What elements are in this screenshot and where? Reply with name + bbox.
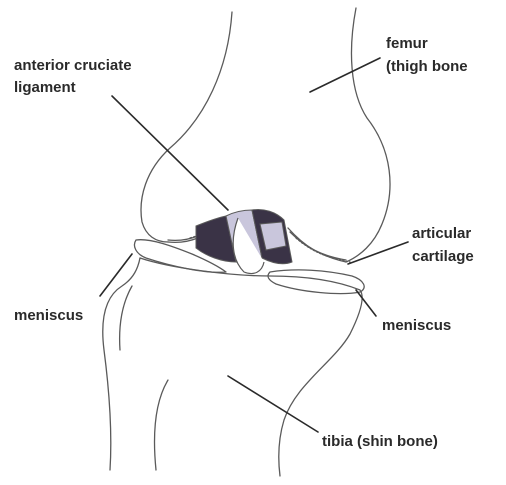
acl-shape bbox=[196, 209, 292, 273]
label-tibia: tibia (shin bone) bbox=[322, 432, 438, 451]
label-cartilage-line1: articular bbox=[412, 224, 471, 243]
acl-leader-line bbox=[112, 96, 228, 210]
label-femur-line2: (thigh bone bbox=[386, 57, 468, 76]
tibia-leader-line bbox=[228, 376, 318, 432]
label-femur-line1: femur bbox=[386, 34, 428, 53]
label-meniscus-left: meniscus bbox=[14, 306, 83, 325]
label-acl-line1: anterior cruciate bbox=[14, 56, 132, 75]
label-acl-line2: ligament bbox=[14, 78, 76, 97]
meniscus-left-leader-line bbox=[100, 254, 132, 296]
cartilage-leader-line bbox=[348, 242, 408, 264]
femur-leader-line bbox=[310, 58, 380, 92]
label-meniscus-right: meniscus bbox=[382, 316, 451, 335]
meniscus-right-shape bbox=[268, 270, 364, 294]
label-cartilage-line2: cartilage bbox=[412, 247, 474, 266]
